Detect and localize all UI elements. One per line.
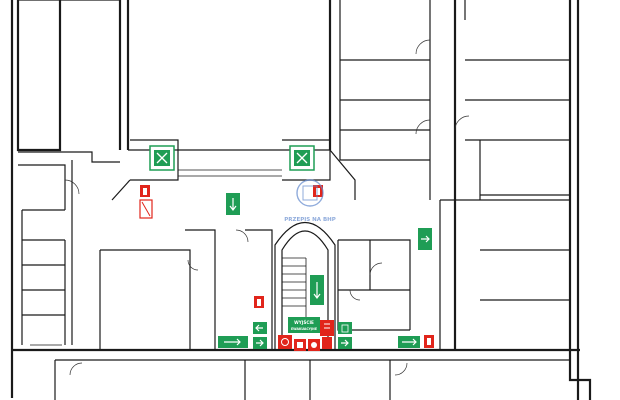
bottom-rooms <box>54 359 570 400</box>
exit-sign-door-right <box>338 322 352 334</box>
exit-sign-upper-corridor <box>226 193 240 215</box>
lift-sign-left <box>149 145 175 171</box>
exit-sign-arrow-small <box>253 337 267 349</box>
exit-sign-text-2: EWAKUACYJNE <box>291 327 317 331</box>
fire-equipment-sign <box>308 339 320 351</box>
central-core <box>99 139 356 350</box>
fire-extinguisher-sign-4 <box>424 335 434 348</box>
exit-sign-stairs <box>310 275 324 305</box>
fire-extinguisher-sign-1 <box>140 185 150 197</box>
fire-alarm-sign <box>278 335 292 349</box>
fire-extinguisher-sign-2 <box>313 185 323 197</box>
watermark-logo: PRZEPIS NA BHP <box>284 179 336 223</box>
small-rooms <box>337 239 411 331</box>
exit-sign-bottom-left <box>218 336 248 348</box>
fire-hose-sign-2 <box>294 339 306 351</box>
exit-sign-right-corridor <box>418 228 432 250</box>
fire-extinguisher-sign-3 <box>254 296 264 308</box>
stair-treads <box>282 257 307 320</box>
left-room-block <box>18 0 120 346</box>
exit-sign-arrow-left <box>253 322 267 334</box>
evacuation-exit-sign: WYJŚCIE EWAKUACYJNE <box>288 317 320 333</box>
fire-sign-red-block <box>320 320 334 349</box>
fire-hose-sign-1 <box>139 199 153 219</box>
exit-sign-text-1: WYJŚCIE <box>294 320 314 325</box>
watermark-text: PRZEPIS NA BHP <box>284 217 336 223</box>
exit-sign-bottom-right <box>398 336 420 348</box>
right-office-block <box>328 0 570 350</box>
lift-sign-right <box>289 145 315 171</box>
exit-sign-arrow-right-center <box>338 337 352 349</box>
